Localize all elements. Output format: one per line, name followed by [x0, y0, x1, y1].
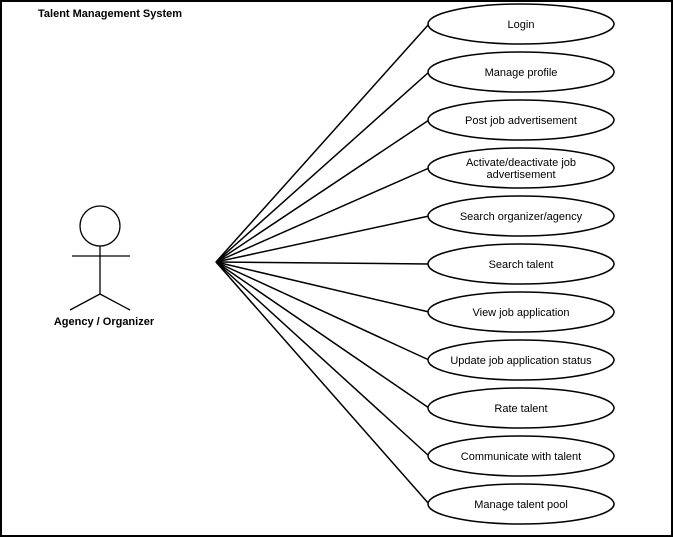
use-case-ellipse: [427, 243, 615, 285]
actor-head: [79, 205, 121, 247]
use-case-label: Rate talent: [494, 403, 547, 415]
use-case: Rate talent: [427, 387, 615, 429]
use-case-label: View job application: [472, 307, 569, 319]
use-case: View job application: [427, 291, 615, 333]
association-line: [215, 261, 430, 313]
use-case-label: Manage talent pool: [474, 499, 568, 511]
use-case: Manage profile: [427, 51, 615, 93]
association-line: [215, 215, 430, 263]
association-line: [215, 261, 430, 265]
association-line: [215, 261, 430, 409]
use-case-label: Search talent: [489, 259, 554, 271]
use-case-ellipse: [427, 435, 615, 477]
association-line: [215, 261, 430, 505]
association-line: [215, 119, 430, 263]
actor-right-leg: [99, 293, 131, 311]
use-case: Update job application status: [427, 339, 615, 381]
use-case: Search organizer/agency: [427, 195, 615, 237]
association-line: [215, 261, 430, 457]
actor-left-leg: [69, 293, 101, 311]
use-case-label: Login: [508, 19, 535, 31]
use-case-label: Activate/deactivate job: [466, 157, 576, 169]
association-line: [215, 23, 430, 263]
use-case-label: advertisement: [486, 169, 555, 181]
use-case-ellipse: [427, 51, 615, 93]
use-case-ellipse: [427, 291, 615, 333]
use-case: Login: [427, 3, 615, 45]
use-case-label: Search organizer/agency: [460, 211, 583, 223]
use-case-label: Post job advertisement: [465, 115, 577, 127]
use-case-ellipse: [427, 3, 615, 45]
use-case: Communicate with talent: [427, 435, 615, 477]
association-lines: [215, 23, 430, 505]
association-line: [215, 167, 430, 263]
use-case: Search talent: [427, 243, 615, 285]
actor-label: Agency / Organizer: [54, 316, 155, 328]
use-case-label: Manage profile: [485, 67, 558, 79]
use-case: Post job advertisement: [427, 99, 615, 141]
use-case-ellipse: [427, 99, 615, 141]
association-line: [215, 261, 430, 361]
use-case-ellipse: [427, 387, 615, 429]
use-case-ellipse: [427, 147, 615, 189]
diagram-title: Talent Management System: [38, 8, 182, 20]
association-line: [215, 71, 430, 263]
use-case-ellipse: [427, 483, 615, 525]
use-case-label: Communicate with talent: [461, 451, 581, 463]
use-case: Manage talent pool: [427, 483, 615, 525]
use-case-ellipse: [427, 195, 615, 237]
use-case-label: Update job application status: [450, 355, 592, 367]
actor-figure: [69, 205, 131, 311]
use-case-ellipse: [427, 339, 615, 381]
